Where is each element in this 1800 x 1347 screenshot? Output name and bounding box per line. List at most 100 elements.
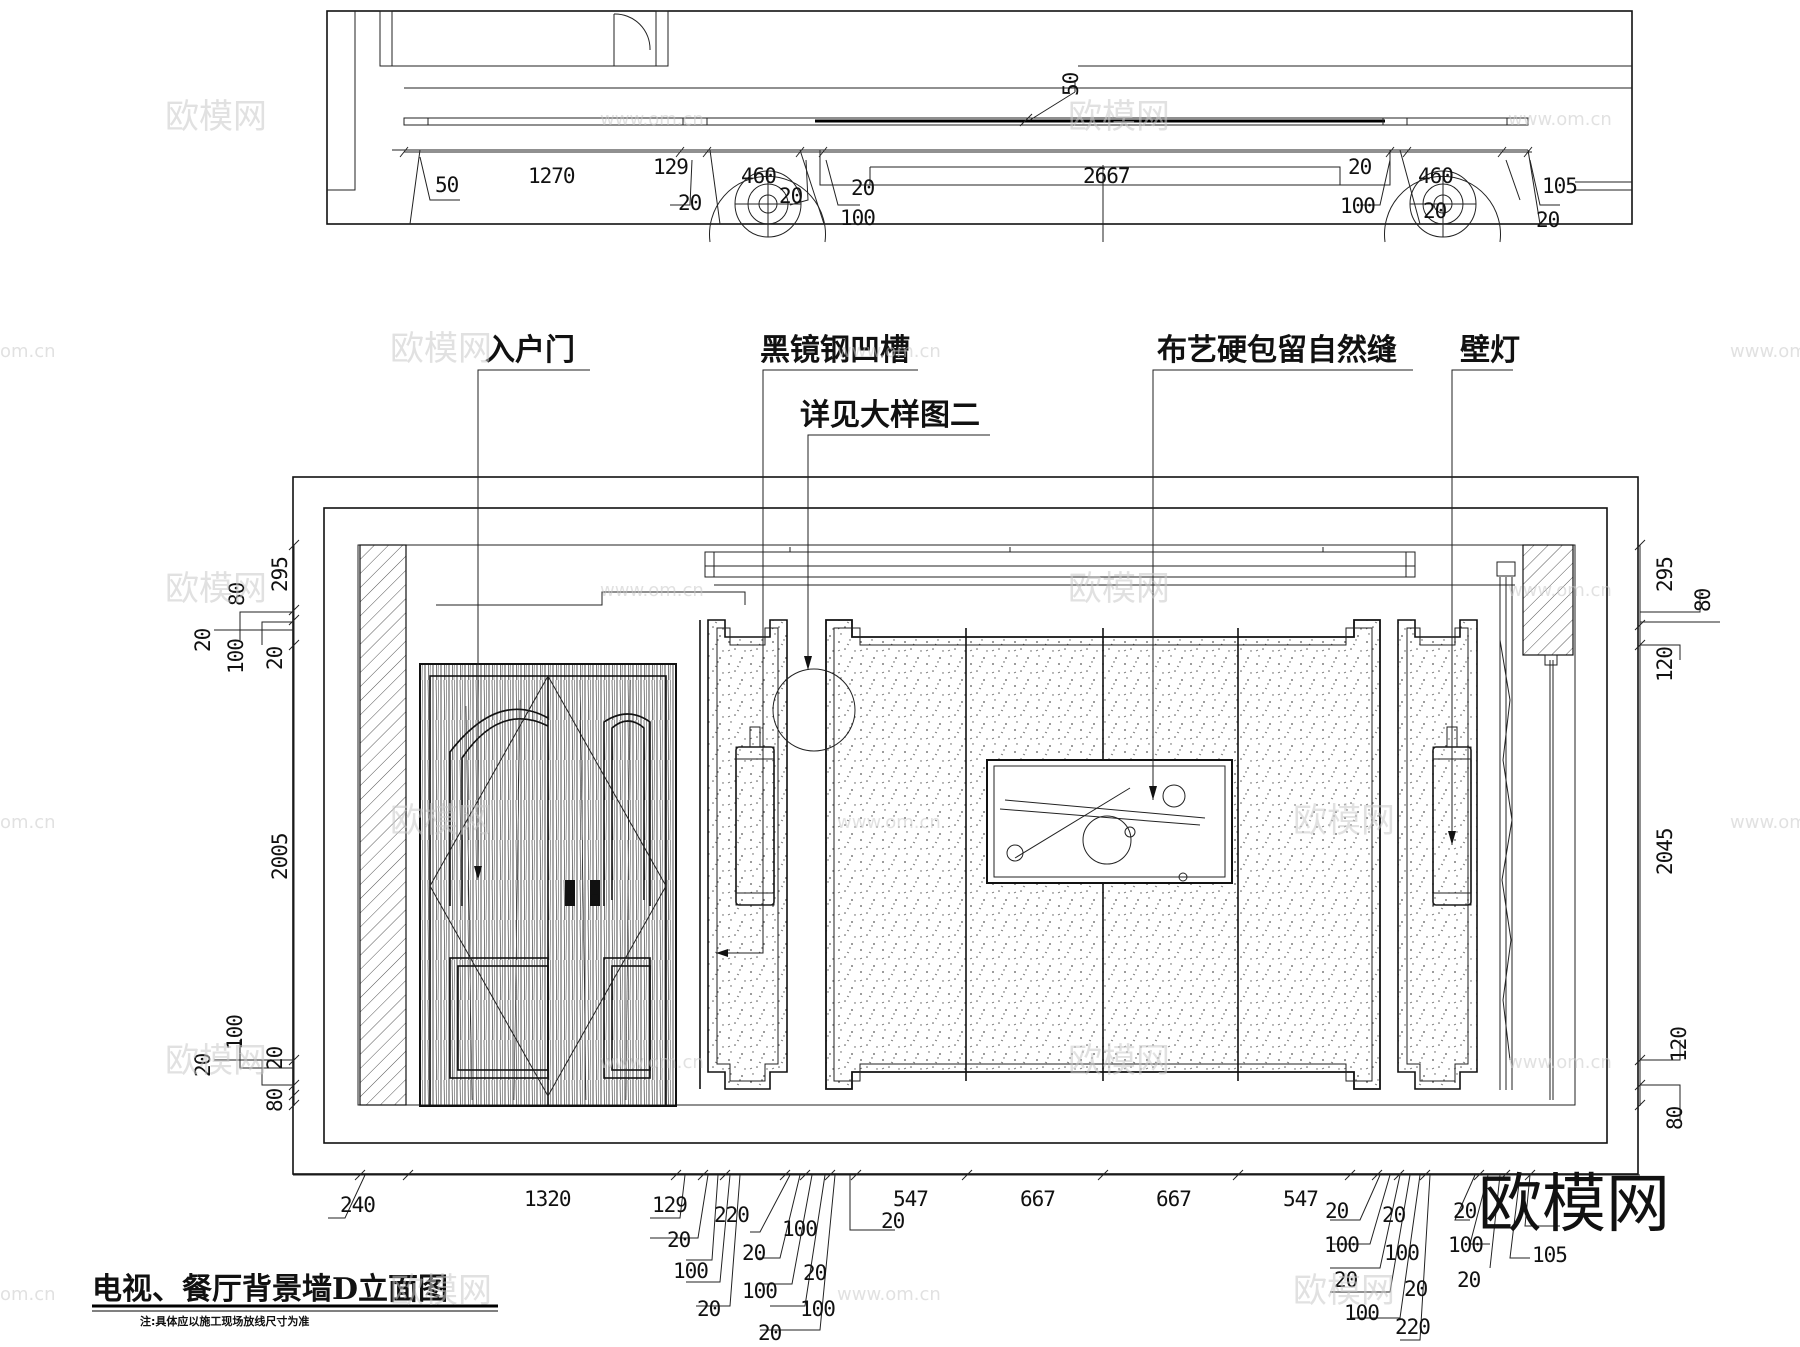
callout-black-mirror-groove: 黑镜钢凹槽	[760, 333, 910, 368]
bottom-left-dim-3: 20	[697, 1297, 721, 1321]
watermark-url-10: www.om.cn	[1508, 1052, 1612, 1073]
drawing-title-block: 电视、餐厅背景墙D立面图 注:具体应以施工现场放线尺寸为准	[92, 1272, 498, 1328]
left-dim-100-2: 100	[223, 1015, 247, 1050]
right-dimension-chain: 295 80 120 2045 120 80	[1634, 539, 1720, 1130]
plan-dim-20-a: 20	[678, 191, 702, 215]
watermark-brand-1: 欧模网	[165, 97, 267, 137]
watermark-url-8: www.om.cn	[1730, 812, 1800, 833]
watermark-brand-3: 欧模网	[390, 329, 492, 369]
plan-dim-100-a: 100	[840, 206, 875, 230]
plan-dim-20-e: 20	[1423, 199, 1447, 223]
bottom-dim-129: 129	[652, 1193, 687, 1217]
right-dim-80-top: 80	[1691, 588, 1715, 612]
bottom-right-dim-9: 100	[1448, 1233, 1483, 1257]
bottom-left-dim-7: 20	[803, 1261, 827, 1285]
bottom-right-dim-10: 220	[1395, 1315, 1430, 1339]
watermark-brand-9: 欧模网	[1068, 1041, 1170, 1081]
watermark-brand-7: 欧模网	[1293, 801, 1395, 841]
left-dimension-chain: 295 80 20 100 20 2005 100 20 20 80	[191, 539, 300, 1112]
callout-wall-lamp: 壁灯	[1460, 333, 1520, 368]
bottom-left-dim-1: 20	[667, 1228, 691, 1252]
bottom-right-dim-1: 20	[1325, 1199, 1349, 1223]
bottom-left-dim-8: 20	[881, 1209, 905, 1233]
plan-dim-50: 50	[435, 173, 459, 197]
bottom-dim-547-right: 547	[1283, 1187, 1318, 1211]
plan-dim-20-d: 20	[1348, 155, 1372, 179]
entry-door[interactable]	[419, 663, 677, 1107]
bottom-dim-667-b: 667	[1156, 1187, 1191, 1211]
left-column-hatch	[359, 544, 407, 1106]
left-dim-100-1: 100	[224, 639, 248, 674]
watermark-url-5: www.om.cn	[600, 580, 704, 601]
bottom-dim-240: 240	[340, 1193, 375, 1217]
bottom-left-dim-6: 100	[742, 1279, 777, 1303]
watermark-url-11: www.om.cn	[837, 1284, 941, 1305]
watermark-brand-6: 欧模网	[390, 801, 492, 841]
callout-leaders	[474, 369, 1513, 957]
watermark-url-3: www.om.cn	[837, 341, 941, 362]
watermark-short-3: om.cn	[0, 1284, 56, 1305]
plan-dim-50-diag: 50	[1059, 72, 1083, 96]
bottom-right-dim-5: 100	[1384, 1241, 1419, 1265]
watermark-url-7: www.om.cn	[837, 812, 941, 833]
watermark-brand-8: 欧模网	[165, 1041, 267, 1081]
right-column-hatch	[1522, 544, 1574, 656]
watermark-brand-11: 欧模网	[1293, 1271, 1395, 1311]
wall-lamp-left	[735, 726, 775, 906]
bottom-right-dim-7: 20	[1404, 1277, 1428, 1301]
left-side-panel	[699, 619, 788, 1090]
callout-entry-door: 入户门	[485, 333, 575, 368]
watermark-url-1: www.om.cn	[600, 109, 704, 130]
plan-dimension-line	[399, 146, 1560, 206]
right-dim-80-bottom: 80	[1663, 1106, 1687, 1130]
bottom-right-dim-3: 20	[1334, 1268, 1358, 1292]
bottom-dim-1320: 1320	[524, 1187, 571, 1211]
callout-detail-ref: 详见大样图二	[800, 398, 980, 433]
right-dim-2045: 2045	[1653, 828, 1677, 875]
left-dim-20-4: 20	[263, 1046, 287, 1070]
left-dim-80-top: 80	[225, 582, 249, 606]
left-dim-20-1: 20	[191, 628, 215, 652]
bottom-left-dim-5: 100	[782, 1217, 817, 1241]
plan-view: 50 1270 129 460 20 20 20 100 2667 50 20 …	[326, 10, 1633, 243]
bottom-right-dim-6: 20	[1382, 1203, 1406, 1227]
bottom-left-dim-10: 20	[758, 1321, 782, 1345]
plan-dim-1270: 1270	[528, 164, 575, 188]
drawing-note: 注:具体应以施工现场放线尺寸为准	[140, 1314, 309, 1328]
tv-screen	[986, 759, 1233, 884]
watermark-short-2: om.cn	[0, 812, 56, 833]
bottom-dim-220: 220	[714, 1203, 749, 1227]
left-dim-20-3: 20	[191, 1053, 215, 1077]
bottom-right-dim-11: 20	[1457, 1268, 1481, 1292]
plan-dim-20-b: 20	[779, 184, 803, 208]
watermark-url-2: www.om.cn	[1508, 109, 1612, 130]
watermarks: 欧模网 www.om.cn 欧模网 www.om.cn om.cn 欧模网 ww…	[0, 97, 1800, 1311]
watermark-logo: 欧模网	[1478, 1168, 1670, 1242]
left-dim-80-bottom: 80	[263, 1088, 287, 1112]
plan-dim-2667: 2667	[1083, 164, 1130, 188]
watermark-brand-10: 欧模网	[390, 1271, 492, 1311]
plan-dim-20-f: 20	[1536, 208, 1560, 232]
bottom-left-dim-9: 100	[800, 1297, 835, 1321]
bottom-dim-547-left: 547	[893, 1187, 928, 1211]
curtain-track	[1496, 561, 1558, 1100]
left-dim-20-2: 20	[263, 646, 287, 670]
plan-dim-100-b: 100	[1340, 194, 1375, 218]
plan-dim-129: 129	[653, 155, 688, 179]
bottom-right-dim-4: 100	[1344, 1301, 1379, 1325]
bottom-dimension-chain: 240 1320 129 220 547 667 667 547 20 100 …	[293, 1169, 1640, 1345]
left-dim-2005: 2005	[268, 833, 292, 880]
watermark-url-6: www.om.cn	[1508, 580, 1612, 601]
watermark-short-1: om.cn	[0, 341, 56, 362]
drawing-title: 电视、餐厅背景墙D立面图	[92, 1272, 448, 1307]
watermark-brand-4: 欧模网	[165, 569, 267, 609]
bottom-left-dim-4: 20	[742, 1241, 766, 1265]
detail-callout-circle	[772, 668, 856, 752]
plan-dim-460-left: 460	[741, 164, 776, 188]
callout-fabric-panel: 布艺硬包留自然缝	[1157, 333, 1397, 368]
plan-dim-105: 105	[1542, 174, 1577, 198]
right-dim-120-bottom: 120	[1667, 1027, 1691, 1062]
watermark-url-9: www.om.cn	[600, 1052, 704, 1073]
bottom-dim-667-a: 667	[1020, 1187, 1055, 1211]
